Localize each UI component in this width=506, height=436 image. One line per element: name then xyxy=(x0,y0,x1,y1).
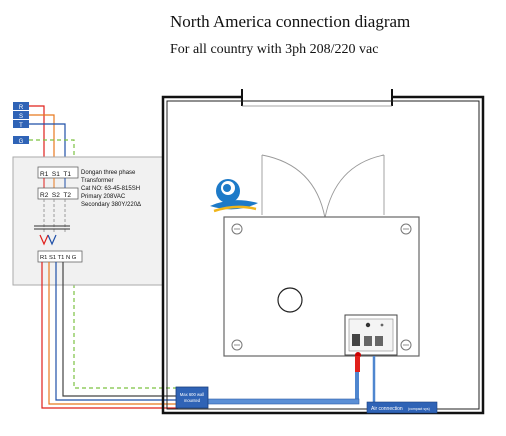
transformer-line-4: Primary 208VAC xyxy=(81,194,126,200)
disconnect-label-2: mounted xyxy=(184,398,201,403)
r-output-wire xyxy=(41,262,178,409)
terminal-r-label: R xyxy=(19,105,24,111)
door-right-arc xyxy=(324,154,385,219)
s-supply-wire xyxy=(29,114,55,168)
door-left-arc xyxy=(261,154,326,219)
top-terminal-labels: R1 S1 T1 xyxy=(40,171,71,178)
electrical-box-knob xyxy=(365,322,371,328)
terminal-g-label: G xyxy=(19,139,24,145)
air-connection-body xyxy=(366,401,438,414)
panel-outline xyxy=(223,216,420,357)
transformer: R1 S1 T1 R2 S2 T2 R1 S1 T1 N G Dongan th… xyxy=(12,156,164,286)
terminal-s xyxy=(13,111,29,119)
disconnect-box-body xyxy=(175,386,209,409)
transformer-box xyxy=(12,156,164,286)
coil-red xyxy=(39,234,49,246)
terminal-r xyxy=(13,102,29,110)
cable-duct xyxy=(205,398,360,405)
air-connection-box: Air connection (compact sys) xyxy=(366,401,438,414)
top-terminal-strip xyxy=(37,166,79,179)
r-supply-wire xyxy=(29,105,45,168)
mid-terminal-labels: R2 S2 T2 xyxy=(40,192,71,199)
mid-terminal-strip xyxy=(37,187,79,200)
s-output-wire xyxy=(48,262,178,405)
diagram-title: North America connection diagram xyxy=(170,12,411,31)
transformer-line-1: Dongan three phase xyxy=(81,170,136,176)
t-supply-wire xyxy=(29,123,66,168)
coil-blue xyxy=(47,234,57,246)
machine-power-cable xyxy=(355,356,360,402)
disconnect-box: Max 600 wall mounted xyxy=(175,386,209,409)
air-connection-label: Air connection xyxy=(371,406,403,412)
bottom-terminal-strip xyxy=(37,250,83,263)
cabinet-outline xyxy=(161,95,485,415)
machine-cabinet xyxy=(161,89,485,415)
connector-2 xyxy=(364,336,372,346)
connector-1 xyxy=(352,334,360,346)
terminal-g xyxy=(13,136,29,144)
brand-logo-icon xyxy=(210,179,258,213)
transformer-line-2: Transformer xyxy=(81,178,113,184)
output-wires xyxy=(41,262,178,409)
door-swing-arcs xyxy=(261,154,385,219)
bottom-terminal-labels: R1 S1 T1 N G xyxy=(40,255,77,261)
ground-wire xyxy=(29,139,178,389)
supply-terminals: R S T G xyxy=(13,102,29,145)
n-output-wire xyxy=(62,262,178,397)
panel-center-port xyxy=(277,287,303,313)
electrical-box xyxy=(344,314,398,358)
connector-3 xyxy=(375,336,383,346)
terminal-t xyxy=(13,120,29,128)
disconnect-label-1: Max 600 wall xyxy=(180,392,205,397)
transformer-line-5: Secondary 380Y/220Δ xyxy=(81,202,141,208)
air-connection-sub: (compact sys) xyxy=(408,407,430,411)
t-output-wire xyxy=(55,262,178,401)
terminal-s-label: S xyxy=(19,114,23,120)
diagram-subtitle: For all country with 3ph 208/220 vac xyxy=(170,42,379,57)
machine-panel xyxy=(223,216,420,357)
cabinet-inner-outline xyxy=(166,100,480,410)
supply-wires xyxy=(29,105,178,389)
transformer-line-3: Cat NO: 63-45-815SH xyxy=(81,186,140,192)
terminal-t-label: T xyxy=(19,123,23,129)
